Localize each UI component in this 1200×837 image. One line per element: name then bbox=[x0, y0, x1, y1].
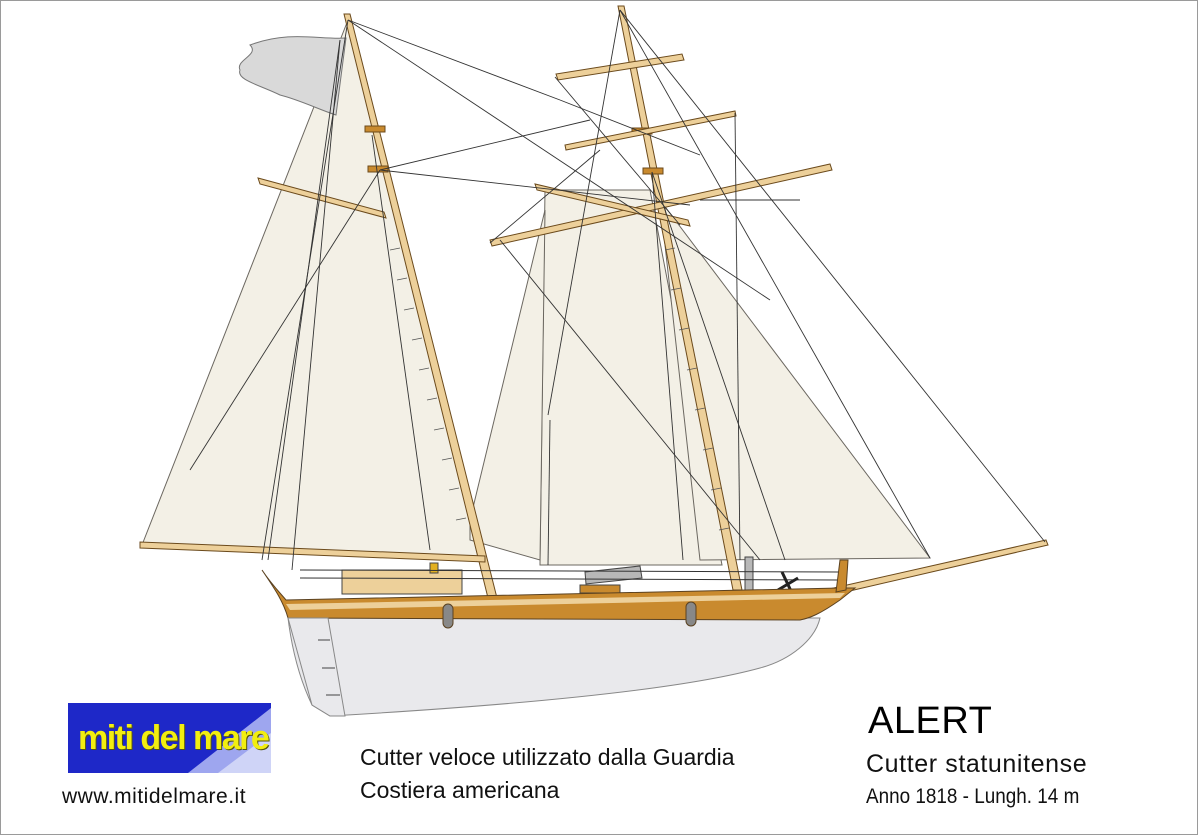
foremast-band bbox=[364, 125, 386, 133]
ratlines bbox=[389, 247, 730, 531]
ship-name: ALERT bbox=[868, 700, 993, 742]
masts bbox=[343, 5, 743, 599]
description: Cutter veloce utilizzato dalla Guardia C… bbox=[360, 741, 735, 807]
fore-boom bbox=[139, 541, 486, 563]
fender-left bbox=[442, 603, 454, 629]
hull-bottom bbox=[287, 617, 821, 717]
main-gaff-sail bbox=[659, 198, 931, 561]
yards bbox=[139, 53, 1049, 597]
jib-sail bbox=[469, 209, 546, 561]
main-top-yard bbox=[555, 53, 685, 81]
deckhouse bbox=[341, 569, 463, 595]
cannon-carriage bbox=[579, 584, 621, 594]
logo-text: miti del mare bbox=[78, 719, 270, 757]
rudder bbox=[287, 617, 346, 717]
logo-wave-icon bbox=[188, 708, 271, 773]
hull-planking bbox=[261, 569, 857, 621]
stovepipe bbox=[744, 556, 754, 592]
website-link[interactable]: www.mitidelmare.it bbox=[62, 785, 247, 808]
rigging bbox=[189, 9, 1046, 571]
description-line-2: Costiera americana bbox=[360, 777, 560, 803]
ship-type: Cutter statunitense bbox=[866, 750, 1088, 778]
deck bbox=[299, 556, 841, 611]
mainmast-cap bbox=[642, 167, 664, 175]
logo-badge: miti del mare bbox=[68, 703, 271, 773]
foremast-cap bbox=[367, 165, 389, 173]
sails bbox=[141, 18, 931, 566]
pennant-flag bbox=[238, 36, 347, 116]
stem bbox=[835, 559, 849, 593]
cannon bbox=[584, 565, 643, 585]
hull-stripe bbox=[286, 593, 845, 610]
fore-yard bbox=[257, 177, 387, 219]
description-line-1: Cutter veloce utilizzato dalla Guardia bbox=[360, 744, 735, 770]
main-lower-yard bbox=[489, 163, 833, 247]
fender-right bbox=[685, 601, 697, 627]
hull bbox=[261, 559, 857, 717]
ship-specs: Anno 1818 - Lungh. 14 m bbox=[866, 785, 1080, 808]
bell bbox=[429, 562, 439, 574]
main-mid-yard bbox=[564, 110, 737, 151]
